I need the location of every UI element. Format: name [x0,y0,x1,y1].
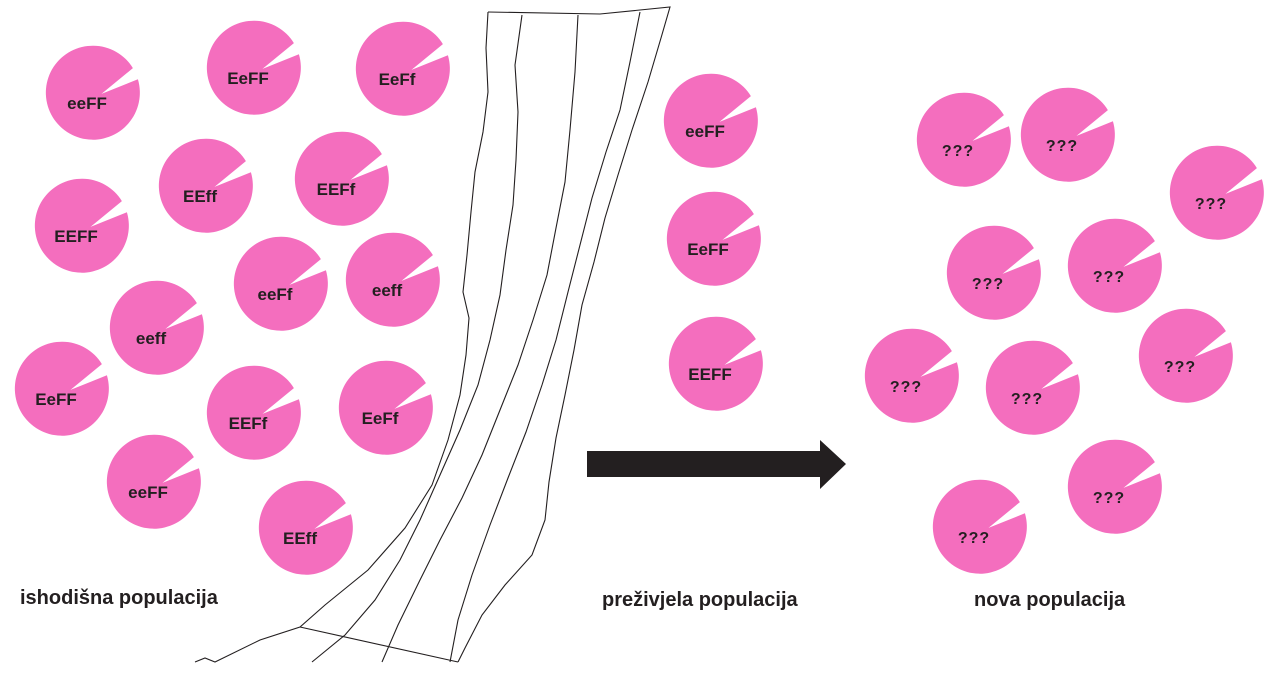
pacman-circle-icon [666,191,761,286]
original-genotype-label: EEFf [229,414,268,433]
original-organism: EEFf [206,365,301,460]
new-genotype-label: ??? [1093,490,1125,507]
survived-genotype-label: EEFF [688,365,731,384]
new-organism: ??? [1169,145,1264,240]
new-genotype-label: ??? [1195,196,1227,213]
pacman-circle-icon [158,138,253,233]
original-organism: EeFF [14,341,109,436]
pacman-circle-icon [1067,439,1162,534]
original-genotype-label: EeFf [379,70,416,89]
original-genotype-label: eeFf [258,285,293,304]
river-bank-right [457,6,671,663]
pacman-circle-icon [258,480,353,575]
original-genotype-label: EeFF [227,69,269,88]
original-genotype-label: EEFF [54,227,97,246]
original-organism: EeFf [355,21,450,116]
original-genotype-label: eeff [372,281,403,300]
pacman-circle-icon [946,225,1041,320]
new-genotype-label: ??? [890,379,922,396]
original-population-label: ishodišna populacija [20,587,219,609]
original-organism: eeFf [233,236,328,331]
right-arrow-icon [587,440,846,489]
new-genotype-label: ??? [958,530,990,547]
pacman-circle-icon [206,20,301,115]
pacman-circle-icon [1138,308,1233,403]
original-organism: EEFf [294,131,389,226]
survived-organism: eeFF [663,73,758,168]
pacman-circle-icon [985,340,1080,435]
survived-organism: EEFF [668,316,763,411]
river-current-3 [449,11,641,663]
pacman-circle-icon [916,92,1011,187]
original-organism: EEff [158,138,253,233]
original-genotype-label: eeff [136,329,167,348]
new-organism: ??? [985,340,1080,435]
new-organism: ??? [946,225,1041,320]
new-genotype-label: ??? [1046,138,1078,155]
survived-population-label: preživjela populacija [602,589,799,611]
pacman-circle-icon [106,434,201,529]
pacman-circle-icon [1067,218,1162,313]
new-population-label: nova populacija [974,589,1126,611]
original-organism: eeFF [45,45,140,140]
survived-organism: EeFF [666,191,761,286]
original-genotype-label: eeFF [67,94,107,113]
original-organism: EEff [258,480,353,575]
river-current-2 [381,14,579,663]
pacman-circle-icon [233,236,328,331]
original-organism: eeff [345,232,440,327]
pacman-circle-icon [864,328,959,423]
pacman-circle-icon [206,365,301,460]
survived-genotype-label: EeFF [687,240,729,259]
original-genotype-label: EeFF [35,390,77,409]
new-genotype-label: ??? [942,143,974,160]
pacman-circle-icon [932,479,1027,574]
river-bank-left [194,11,489,663]
original-genotype-label: EeFf [362,409,399,428]
river-icon [194,6,671,663]
original-organism: EEFF [34,178,129,273]
pacman-circle-icon [1020,87,1115,182]
new-organism: ??? [932,479,1027,574]
new-organism: ??? [1067,439,1162,534]
new-genotype-label: ??? [972,276,1004,293]
pacman-circle-icon [668,316,763,411]
pacman-circle-icon [34,178,129,273]
river-current-1 [311,14,523,663]
original-organism: eeFF [106,434,201,529]
pacman-circle-icon [663,73,758,168]
new-genotype-label: ??? [1011,391,1043,408]
original-organism: EeFf [338,360,433,455]
river-edge-bottom [299,626,459,663]
new-organism: ??? [916,92,1011,187]
original-organism: EeFF [206,20,301,115]
pacman-circle-icon [1169,145,1264,240]
new-organism: ??? [1067,218,1162,313]
pacman-circle-icon [14,341,109,436]
new-genotype-label: ??? [1093,269,1125,286]
new-organism: ??? [864,328,959,423]
pacman-circle-icon [109,280,204,375]
new-organism: ??? [1138,308,1233,403]
new-population: ?????????????????????????????? [864,87,1264,574]
pacman-circle-icon [355,21,450,116]
original-genotype-label: EEff [183,187,217,206]
original-genotype-label: eeFF [128,483,168,502]
pacman-circle-icon [294,131,389,226]
pacman-circle-icon [45,45,140,140]
pacman-circle-icon [338,360,433,455]
original-organism: eeff [109,280,204,375]
pacman-circle-icon [345,232,440,327]
new-genotype-label: ??? [1164,359,1196,376]
original-genotype-label: EEFf [317,180,356,199]
survived-genotype-label: eeFF [685,122,725,141]
new-organism: ??? [1020,87,1115,182]
original-genotype-label: EEff [283,529,317,548]
survived-population: eeFF EeFF EEFF [663,73,763,411]
